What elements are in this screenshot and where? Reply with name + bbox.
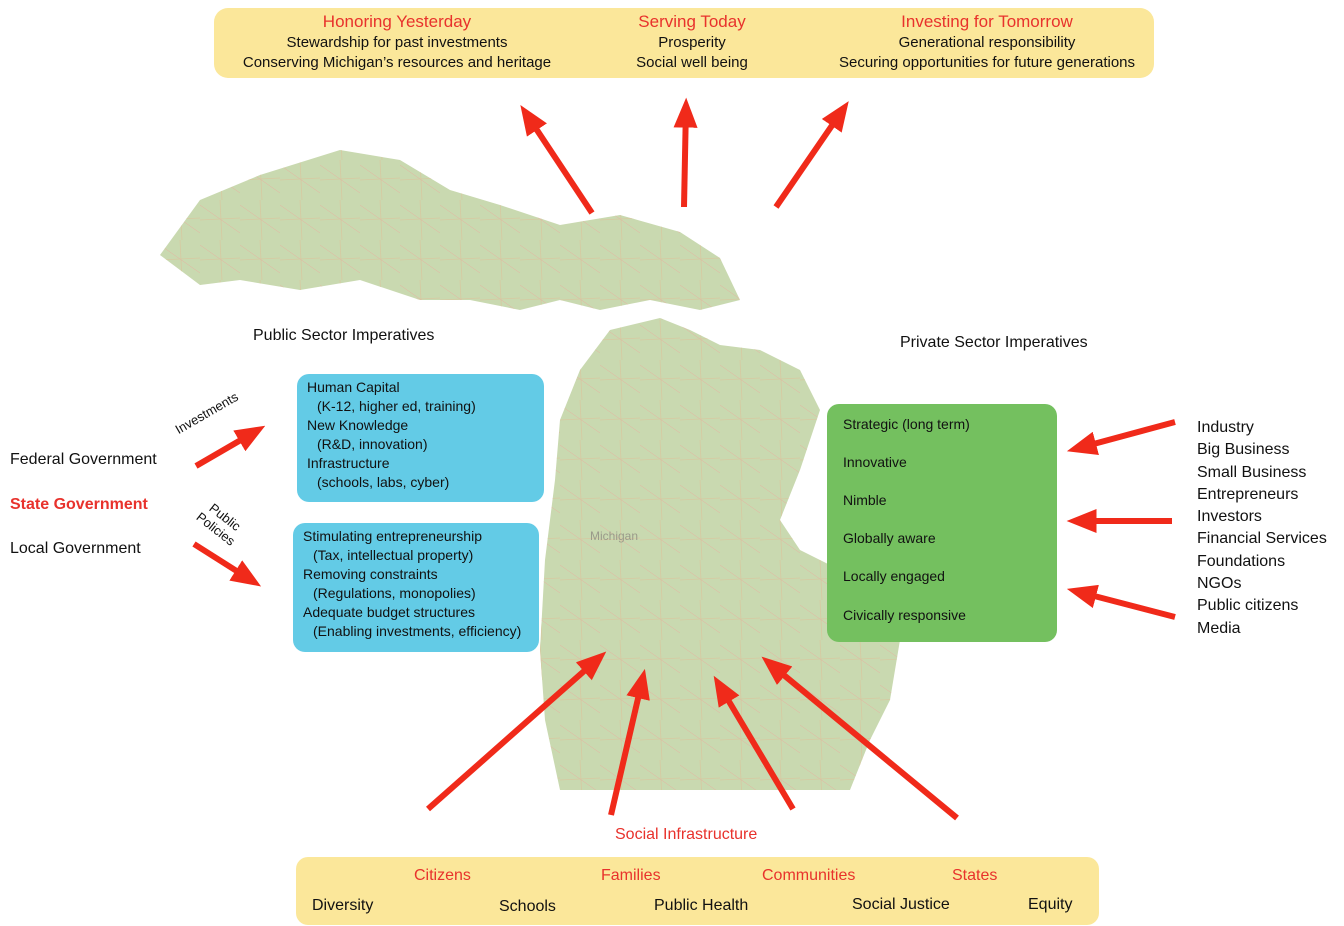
removing-constraints-detail: (Regulations, monopolies) xyxy=(313,585,476,601)
public-investments-box: Human Capital (K-12, higher ed, training… xyxy=(297,374,544,502)
public-sector-title: Public Sector Imperatives xyxy=(253,327,435,344)
serving-today-column: Serving Today Prosperity Social well bei… xyxy=(612,11,772,73)
group-states: States xyxy=(952,867,998,884)
private-item-nimble: Nimble xyxy=(843,492,887,508)
new-knowledge-detail: (R&D, innovation) xyxy=(317,436,428,452)
private-item-locally-engaged: Locally engaged xyxy=(843,568,945,584)
arrow-up-right xyxy=(773,101,849,209)
serving-today-line-2: Social well being xyxy=(636,54,748,71)
arrow-social-3 xyxy=(713,675,796,811)
theme-schools: Schools xyxy=(499,898,556,915)
budget-structures-label: Adequate budget structures xyxy=(303,604,476,620)
actor-investors: Investors xyxy=(1197,508,1262,526)
human-capital-label: Human Capital xyxy=(307,379,400,395)
theme-diversity: Diversity xyxy=(312,897,374,914)
arrow-investments xyxy=(194,425,266,469)
private-item-civically-responsive: Civically responsive xyxy=(843,607,966,623)
arrow-actors-1 xyxy=(1066,419,1176,455)
actor-big-business: Big Business xyxy=(1197,441,1290,459)
actor-entrepreneurs: Entrepreneurs xyxy=(1197,485,1299,503)
theme-social-justice: Social Justice xyxy=(852,896,950,913)
group-families: Families xyxy=(601,867,661,884)
investing-tomorrow-heading: Investing for Tomorrow xyxy=(901,12,1073,31)
top-banner: Honoring Yesterday Stewardship for past … xyxy=(214,8,1154,78)
actor-foundations: Foundations xyxy=(1197,552,1286,570)
actor-ngos: NGOs xyxy=(1197,575,1242,593)
map-label-michigan: Michigan xyxy=(590,529,638,543)
federal-government-label: Federal Government xyxy=(10,451,157,468)
bottom-banner: Citizens Families Communities States Div… xyxy=(296,857,1099,925)
actor-media: Media xyxy=(1197,619,1241,637)
actor-industry: Industry xyxy=(1197,419,1254,436)
stimulating-entrepreneurship-label: Stimulating entrepreneurship xyxy=(303,528,482,544)
social-infrastructure-title: Social Infrastructure xyxy=(615,826,758,843)
honoring-yesterday-line-2: Conserving Michigan’s resources and heri… xyxy=(242,54,552,71)
actor-financial-services: Financial Services xyxy=(1197,530,1327,548)
arrow-social-2 xyxy=(608,668,650,816)
new-knowledge-label: New Knowledge xyxy=(307,417,409,433)
human-capital-detail: (K-12, higher ed, training) xyxy=(317,398,476,414)
theme-equity: Equity xyxy=(1028,896,1073,913)
arrow-actors-3 xyxy=(1066,584,1176,620)
serving-today-line-1: Prosperity xyxy=(658,34,726,51)
stimulating-entrepreneurship-detail: (Tax, intellectual property) xyxy=(313,547,474,563)
actor-public-citizens: Public citizens xyxy=(1197,597,1299,615)
budget-structures-detail: (Enabling investments, efficiency) xyxy=(313,623,522,639)
removing-constraints-label: Removing constraints xyxy=(303,566,438,582)
arrow-social-1 xyxy=(426,651,607,812)
local-government-label: Local Government xyxy=(10,540,141,557)
private-item-globally-aware: Globally aware xyxy=(843,530,936,546)
actors-list: Industry Big Business Small Business Ent… xyxy=(1197,417,1327,640)
arrow-public-policies xyxy=(192,541,262,587)
investing-tomorrow-line-1: Generational responsibility xyxy=(898,34,1076,51)
public-policies-box: Stimulating entrepreneurship (Tax, intel… xyxy=(293,523,539,652)
private-item-strategic: Strategic (long term) xyxy=(843,416,970,432)
theme-public-health: Public Health xyxy=(654,897,749,914)
honoring-yesterday-line-1: Stewardship for past investments xyxy=(286,34,508,51)
arrow-social-4 xyxy=(761,656,959,821)
investing-tomorrow-line-2: Securing opportunities for future genera… xyxy=(838,54,1135,71)
infrastructure-label: Infrastructure xyxy=(307,455,390,471)
state-government-label: State Government xyxy=(10,496,148,513)
group-communities: Communities xyxy=(762,867,856,884)
group-citizens: Citizens xyxy=(414,867,471,884)
honoring-yesterday-heading: Honoring Yesterday xyxy=(322,12,472,31)
private-sector-title: Private Sector Imperatives xyxy=(900,334,1088,351)
private-item-innovative: Innovative xyxy=(843,454,907,470)
honoring-yesterday-column: Honoring Yesterday Stewardship for past … xyxy=(214,11,580,73)
arrow-up-left xyxy=(520,105,595,215)
arrow-up-center xyxy=(673,97,698,208)
actor-small-business: Small Business xyxy=(1197,463,1307,481)
infrastructure-detail: (schools, labs, cyber) xyxy=(317,474,450,490)
private-sector-box: Strategic (long term) Innovative Nimble … xyxy=(827,404,1057,642)
serving-today-heading: Serving Today xyxy=(638,12,746,31)
investing-tomorrow-column: Investing for Tomorrow Generational resp… xyxy=(824,11,1150,73)
